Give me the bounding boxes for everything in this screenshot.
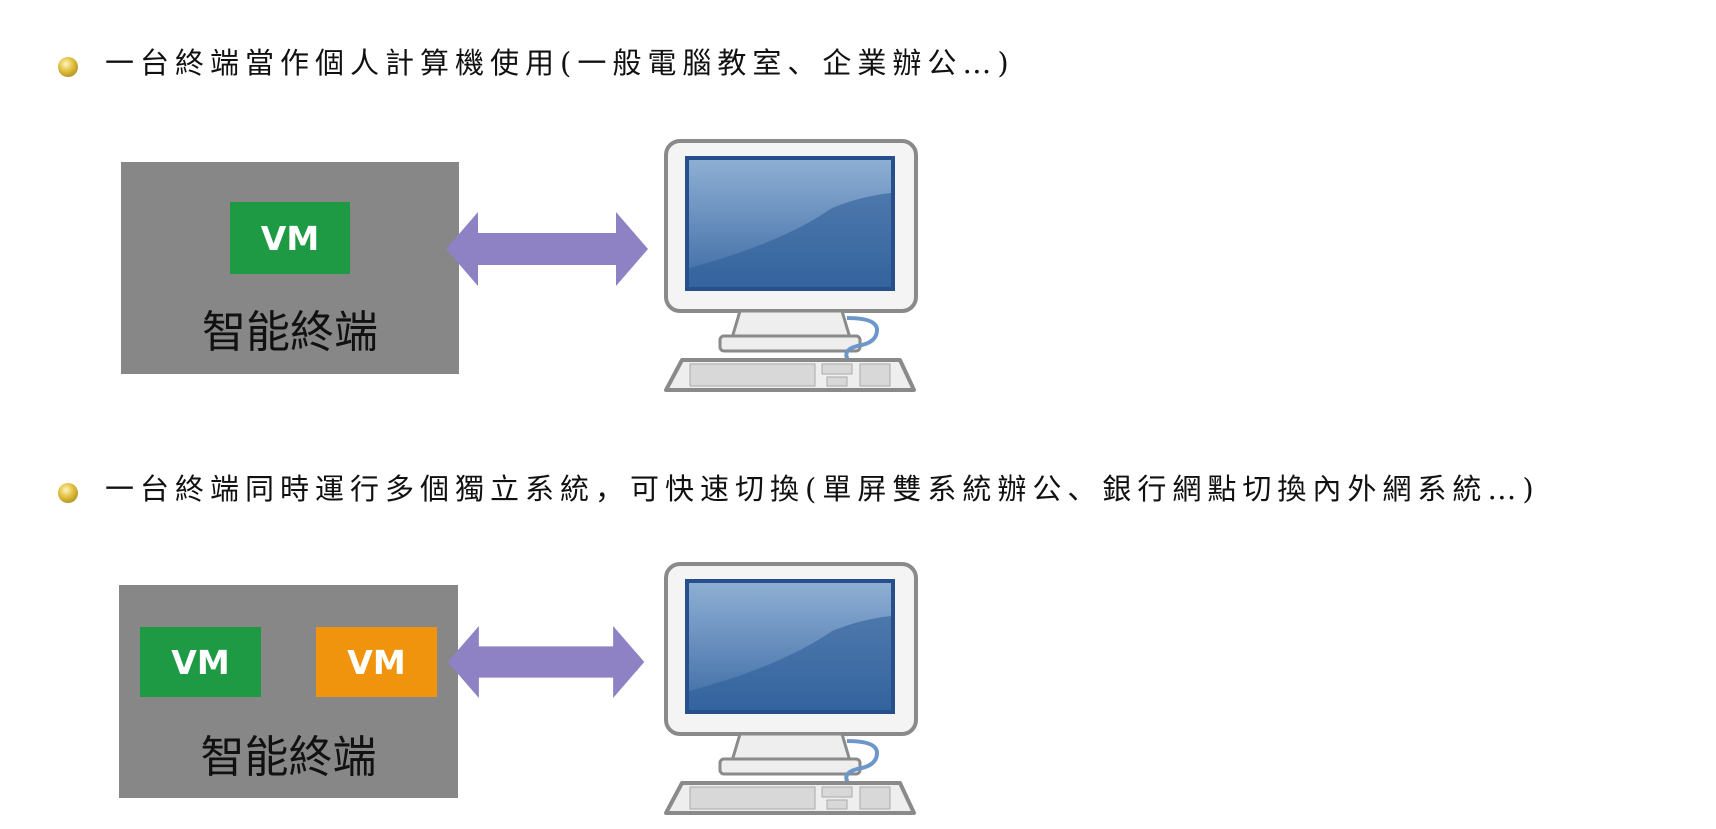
desktop-computer-icon [664, 562, 918, 815]
vm-badge: VM [230, 202, 350, 274]
vm-badge: VM [140, 627, 261, 697]
double-arrow-icon [447, 626, 645, 698]
vm-badge: VM [316, 627, 437, 697]
bullet-icon [58, 57, 78, 77]
terminal-label: 智能終端 [200, 732, 377, 783]
section-2-text: 一台終端同時運行多個獨立系統，可快速切換(單屏雙系統辦公、銀行網點切換內外網系統… [105, 472, 1540, 506]
smart-terminal-box-1: VM 智能終端 [121, 162, 459, 374]
smart-terminal-box-2: VM VM 智能終端 [119, 585, 458, 798]
section-1-text: 一台終端當作個人計算機使用(一般電腦教室、企業辦公…) [105, 46, 1015, 80]
terminal-label: 智能終端 [202, 307, 378, 358]
double-arrow-icon [446, 212, 648, 286]
bullet-icon [58, 483, 78, 503]
desktop-computer-icon [664, 139, 918, 392]
